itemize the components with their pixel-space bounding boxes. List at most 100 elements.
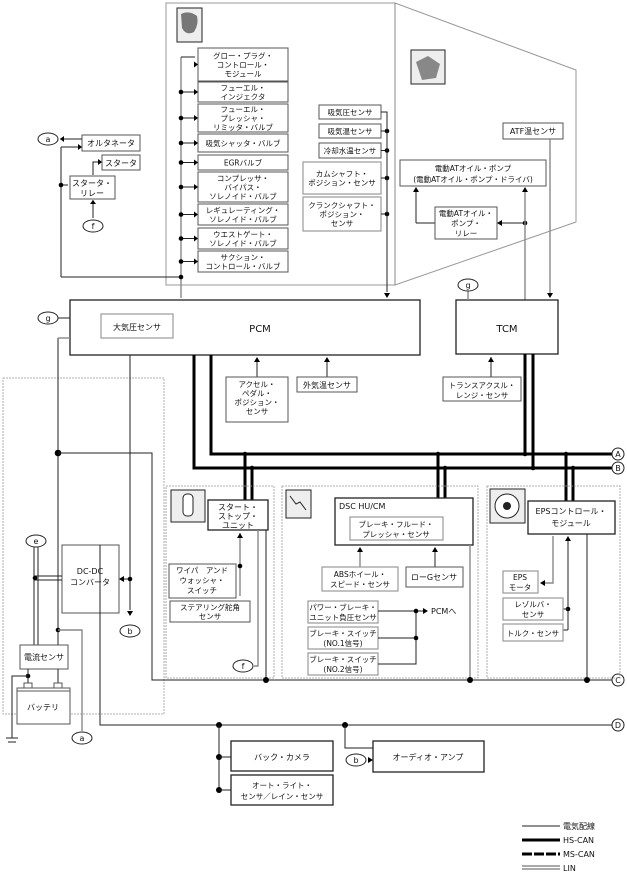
svg-text:(NO.2信号): (NO.2信号) <box>323 664 362 674</box>
svg-text:EGRバルブ: EGRバルブ <box>224 158 263 168</box>
brake-system-icon <box>285 489 312 519</box>
start-stop-unit-box: スタート・ ストップ・ ユニット <box>207 499 269 531</box>
engine-sensor-box: 吸気圧センサ <box>318 104 388 120</box>
start-stop-group-outline <box>165 485 275 679</box>
svg-text:ユニット: ユニット <box>222 521 254 530</box>
dsc-label: DSC HU/CM <box>339 502 386 511</box>
baro-sensor-box: 大気圧センサ <box>100 313 174 339</box>
svg-text:リレー: リレー <box>80 189 104 198</box>
svg-text:a: a <box>46 135 51 144</box>
svg-text:f: f <box>92 222 95 231</box>
svg-text:トルク・センサ: トルク・センサ <box>507 629 559 638</box>
fluid-pressure-sensor-box: ブレーキ・フルード・ プレッシャ・センサ <box>349 516 444 541</box>
bus-d-wire <box>99 545 612 726</box>
power-group-outline <box>2 377 165 715</box>
legend-lin: LIN <box>563 864 576 873</box>
svg-text:(電動ATオイル・ポンプ・ドライバ): (電動ATオイル・ポンプ・ドライバ) <box>413 175 533 184</box>
svg-text:ソレノイド・バルブ: ソレノイド・バルブ <box>209 191 277 201</box>
steering-sensor-box: ステアリング舵角 センサ <box>169 600 251 623</box>
svg-text:スイッチ: スイッチ <box>187 586 217 595</box>
svg-text:ウォッシャ・: ウォッシャ・ <box>180 576 225 585</box>
connector-g-tcm: g <box>457 278 479 292</box>
svg-text:ポジション・: ポジション・ <box>320 210 365 219</box>
alternator-box: オルタネータ <box>81 134 141 152</box>
svg-text:冷却水温センサ: 冷却水温センサ <box>324 146 377 156</box>
svg-text:モジュール: モジュール <box>551 519 590 528</box>
accel-sensor-box: アクセル・ ペダル・ ポジション・ センサ <box>225 376 289 423</box>
svg-text:インジェクタ: インジェクタ <box>221 93 266 102</box>
vacuum-sensor-box: パワー・ブレーキ・ ユニット負圧センサ <box>307 600 379 624</box>
svg-text:プレッシャ・センサ: プレッシャ・センサ <box>362 530 430 539</box>
svg-text:吸気温センサ: 吸気温センサ <box>328 126 373 136</box>
ms-can-bus-b <box>192 355 612 470</box>
svg-text:ローGセンサ: ローGセンサ <box>411 573 457 582</box>
svg-text:プレッシャ・: プレッシャ・ <box>221 114 266 123</box>
svg-text:レンジ・センサ: レンジ・センサ <box>456 391 509 400</box>
eps-motor-box: EPS モータ <box>502 570 539 594</box>
svg-text:スタータ・: スタータ・ <box>72 179 112 188</box>
actuator-box: コンプレッサ・バイパス・ソレノイド・バルブ <box>178 171 289 203</box>
svg-text:ブレーキ・スイッチ: ブレーキ・スイッチ <box>309 654 377 664</box>
svg-text:a: a <box>80 734 85 743</box>
to-pcm-label: PCMへ <box>431 607 456 616</box>
dcdc-converter-box: DC-DC コンバータ <box>61 544 120 614</box>
svg-text:コントロール・: コントロール・ <box>217 61 270 70</box>
battery-box: バッテリ <box>16 682 71 725</box>
hs-can-bus-a <box>209 355 612 456</box>
brake-switch-1-box: ブレーキ・スイッチ (NO.1信号) <box>307 626 379 650</box>
alternator-label: オルタネータ <box>87 139 135 148</box>
oil-pump-relay-box: 電動ATオイル・ ポンプ・ リレー <box>434 206 498 240</box>
svg-text:吸気シャッタ・バルブ: 吸気シャッタ・バルブ <box>206 138 281 148</box>
svg-text:スピード・センサ: スピード・センサ <box>330 580 390 589</box>
engine-icon <box>176 7 203 43</box>
svg-text:ステアリング舵角: ステアリング舵角 <box>180 602 240 612</box>
connector-a-bottom: a <box>71 731 93 745</box>
actuator-box: フューエル・プレッシャ・リミッタ・バルブ <box>178 103 289 133</box>
connector-b-right: b <box>345 753 367 767</box>
svg-text:ソレノイド・バルブ: ソレノイド・バルブ <box>209 238 277 248</box>
svg-text:フューエル・: フューエル・ <box>221 105 266 114</box>
svg-text:ストップ・: ストップ・ <box>218 512 258 521</box>
eps-group-outline <box>486 485 621 679</box>
svg-text:ブレーキ・フルード・: ブレーキ・フルード・ <box>359 519 434 529</box>
svg-text:ウエストゲート・: ウエストゲート・ <box>213 230 273 239</box>
svg-text:センサ: センサ <box>199 612 222 621</box>
range-sensor-box: トランスアクスル・ レンジ・センサ <box>442 376 522 402</box>
svg-text:サクション・: サクション・ <box>221 253 266 262</box>
svg-text:電動ATオイル・: 電動ATオイル・ <box>439 209 493 218</box>
svg-text:センサ: センサ <box>246 407 269 416</box>
svg-text:センサ／レイン・センサ: センサ／レイン・センサ <box>241 792 324 801</box>
legend: 電気配線 HS-CAN MS-CAN LIN <box>522 821 595 873</box>
svg-text:ポンプ・: ポンプ・ <box>451 219 481 228</box>
svg-text:ABSホイール・: ABSホイール・ <box>334 570 386 579</box>
actuator-box: サクション・コントロール・バルブ <box>178 250 289 273</box>
current-sensor-box: 電流センサ <box>19 644 69 670</box>
connector-g-left: g <box>37 311 59 325</box>
svg-text:クランクシャフト・: クランクシャフト・ <box>308 201 376 210</box>
svg-text:グロー・プラグ・: グロー・プラグ・ <box>213 51 273 61</box>
svg-text:バイパス・: バイパス・ <box>224 183 261 192</box>
svg-text:b: b <box>127 627 132 636</box>
connector-e: e <box>25 534 47 548</box>
svg-text:ポジション・: ポジション・ <box>235 398 280 407</box>
legend-hs-can: HS-CAN <box>563 836 594 845</box>
connector-b-left: b <box>119 624 141 638</box>
starter-relay-box: スタータ・ リレー <box>69 175 116 200</box>
svg-text:g: g <box>465 281 470 290</box>
svg-text:EPSコントロール・: EPSコントロール・ <box>536 507 607 516</box>
brake-switch-2-box: ブレーキ・スイッチ (NO.2信号) <box>307 652 379 676</box>
audio-amp-box: オーディオ・アンプ <box>372 740 485 773</box>
vehicle-icon <box>170 489 206 523</box>
svg-text:g: g <box>45 314 50 323</box>
svg-text:リミッタ・バルブ: リミッタ・バルブ <box>213 122 273 132</box>
svg-text:トランスアクスル・: トランスアクスル・ <box>449 381 516 390</box>
svg-text:モジュール: モジュール <box>225 70 262 79</box>
steering-wheel-icon <box>489 488 526 524</box>
svg-text:オーディオ・アンプ: オーディオ・アンプ <box>393 752 464 762</box>
svg-text:電流センサ: 電流センサ <box>24 652 64 662</box>
svg-text:カムシャフト・: カムシャフト・ <box>316 170 369 179</box>
oil-pump-box: 電動ATオイル・ポンプ (電動ATオイル・ポンプ・ドライバ) <box>399 159 547 187</box>
svg-text:EPS: EPS <box>513 573 527 582</box>
actuator-box: 吸気シャッタ・バルブ <box>178 133 289 153</box>
